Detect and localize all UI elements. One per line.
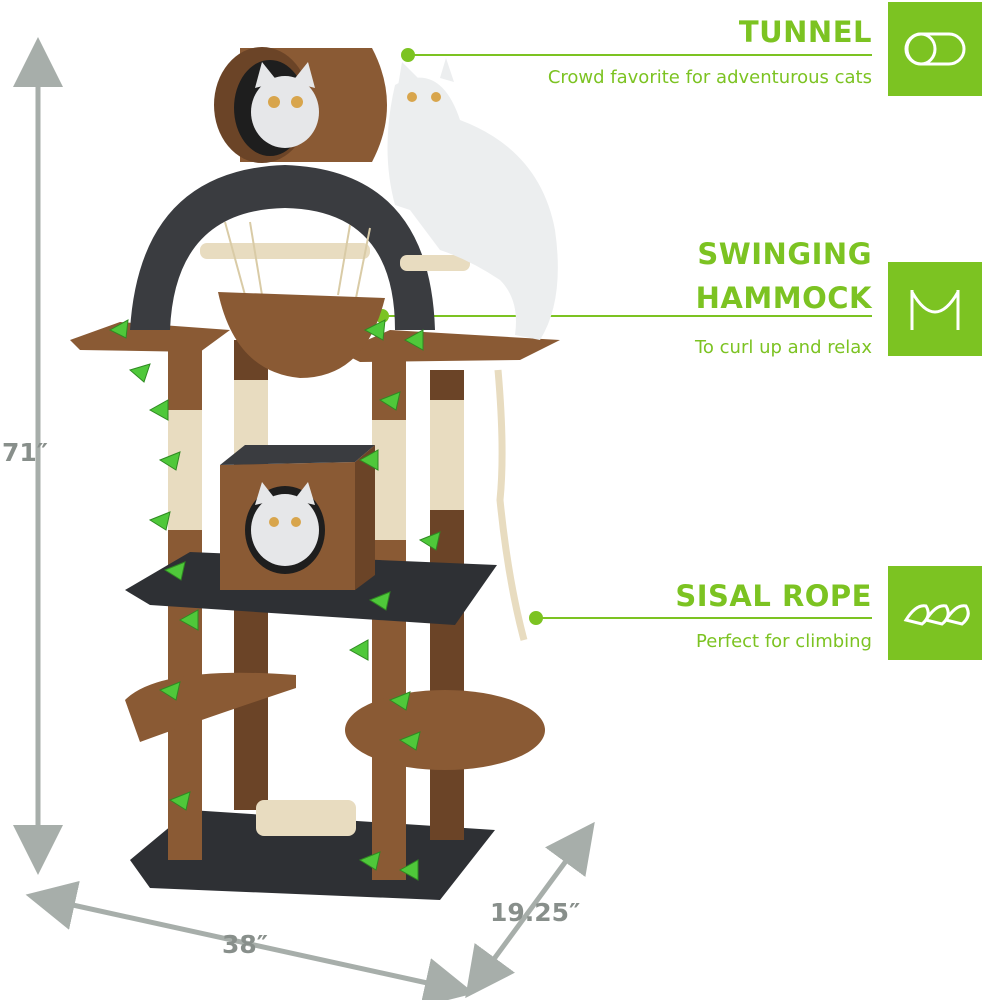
feature-hammock: SWINGING HAMMOCK To curl up and relax — [695, 232, 872, 360]
tunnel-icon — [888, 2, 982, 96]
lower-platform-right — [345, 690, 545, 770]
sisal-rope — [494, 369, 528, 641]
sisal-post — [372, 420, 406, 540]
feature-title-line1: SWINGING — [697, 237, 872, 271]
top-platform-right — [340, 330, 560, 362]
condo-top — [220, 445, 375, 465]
hammock — [218, 292, 385, 378]
depth-label: 19.25″ — [490, 898, 581, 927]
feature-description: To curl up and relax — [694, 337, 872, 358]
sisal-post — [430, 400, 464, 510]
rope-icon — [888, 566, 982, 660]
feature-tunnel: TUNNEL Crowd favorite for adventurous ca… — [548, 10, 872, 90]
feature-sisal-rope: SISAL ROPE Perfect for climbing — [675, 574, 872, 654]
width-label: 38″ — [222, 930, 268, 959]
depth-arrow — [465, 821, 595, 999]
dimension-lines — [13, 36, 595, 1000]
hammock-icon — [888, 262, 982, 356]
cat-in-tunnel — [251, 62, 319, 148]
cat-tree — [70, 47, 560, 900]
ivy-vines — [108, 319, 441, 881]
height-label: 71″ — [2, 438, 48, 467]
feature-title-line2: HAMMOCK — [695, 281, 872, 315]
width-arrow — [25, 880, 475, 1000]
cat-climbing — [387, 58, 558, 340]
callout-lines — [375, 48, 872, 625]
arch — [130, 165, 435, 330]
feature-title: TUNNEL — [738, 15, 872, 49]
sisal-post — [168, 410, 202, 530]
lower-platform-left — [125, 672, 296, 742]
feature-description: Perfect for climbing — [696, 631, 872, 652]
cat-in-condo — [251, 482, 319, 566]
scratch-roll — [256, 800, 356, 836]
feature-description: Crowd favorite for adventurous cats — [547, 67, 872, 88]
feature-title: SISAL ROPE — [675, 579, 872, 613]
